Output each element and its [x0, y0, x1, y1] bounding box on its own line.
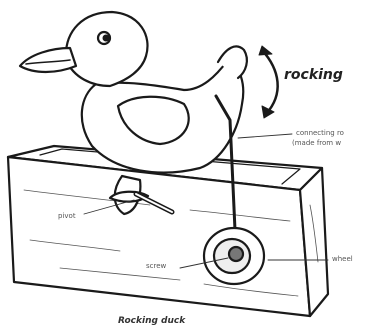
rocking-arrow-top	[259, 46, 272, 55]
screw-label: screw	[146, 263, 166, 270]
rod-leader-line	[238, 134, 292, 138]
screw-head	[229, 247, 243, 261]
rocking-arc	[262, 50, 278, 114]
connecting-rod-sublabel: (made from w	[292, 140, 341, 147]
pivot-label: pivot	[58, 213, 76, 220]
diagram-caption: Rocking duck	[118, 317, 185, 326]
connecting-rod-label: connecting ro	[296, 130, 344, 137]
duck-head	[66, 12, 148, 86]
wheel-label: wheel	[332, 256, 353, 263]
rocking-label: rocking	[284, 68, 343, 82]
duck-pupil	[104, 36, 109, 41]
wheel	[204, 228, 264, 284]
